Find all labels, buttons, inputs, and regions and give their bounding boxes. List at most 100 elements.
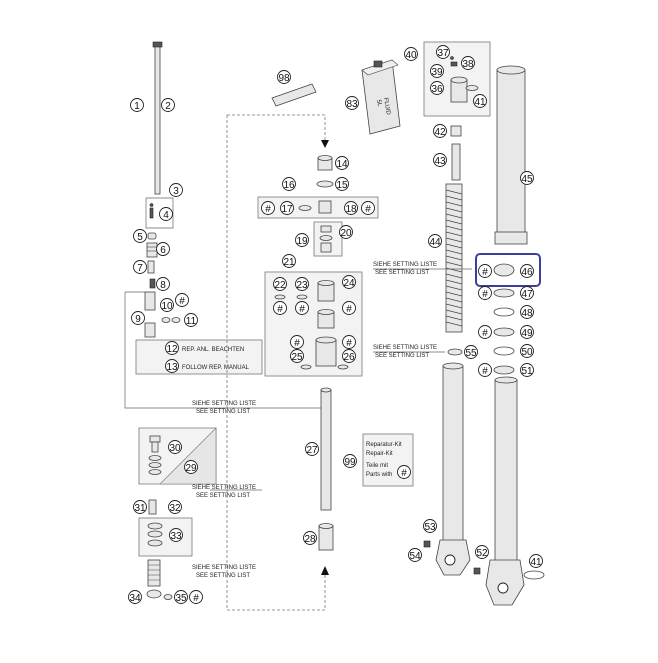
seal-parts-47-51: # 47 48 # 49 50 # 51 <box>478 286 534 377</box>
parts-10-11: 10 # 11 <box>160 293 198 327</box>
setting-list-note-3: SIEHE SETTING LISTE SEE SETTING LIST <box>192 565 256 579</box>
callout-label: 40 <box>405 50 417 61</box>
setting-list-note-5: SIEHE SETTING LISTE SEE SETTING LIST 55 <box>373 345 478 359</box>
repair-manual-note: 12 REP. ANL. BEACHTEN 13 FOLLOW REP. MAN… <box>135 339 263 375</box>
callout-label: 19 <box>296 236 308 247</box>
left-lower-leg: 53 54 <box>408 362 471 576</box>
callout-label: SIEHE SETTING LISTE <box>373 345 437 351</box>
callout-label: 5 <box>137 232 143 243</box>
callout-label: 32 <box>169 503 181 514</box>
part-21-group: 21 22 23 24 # # # # # 25 26 <box>264 254 363 377</box>
callout-label: 99 <box>344 457 356 468</box>
callout-label: 83 <box>346 99 358 110</box>
grease-tube-98: 98 <box>271 70 317 107</box>
callout-label: 39 <box>431 67 443 78</box>
callout-label: # <box>482 267 488 278</box>
callout-label: 54 <box>409 551 421 562</box>
callout-label: 51 <box>521 366 533 377</box>
callout-label: 29 <box>185 463 197 474</box>
damper-rod-group: 1 2 <box>130 41 175 195</box>
callout-label: # <box>482 289 488 300</box>
callout-label: # <box>365 204 371 215</box>
callout-label: 17 <box>281 204 293 215</box>
callout-label: 7 <box>137 263 143 274</box>
callout-label: 10 <box>161 301 173 312</box>
callout-2 <box>161 98 175 112</box>
parts-31-33: 31 32 33 <box>133 499 193 557</box>
callout-label: 27 <box>306 445 318 456</box>
parts-5-to-8: 5 6 7 8 <box>133 229 170 291</box>
callout-label: 45 <box>521 174 533 185</box>
callout-label: # <box>346 304 352 315</box>
callout-label: # <box>299 304 305 315</box>
fork-fluid-can: FLUID 5L 83 <box>345 59 401 135</box>
callout-label: 36 <box>431 84 443 95</box>
part-27-tube: 27 <box>305 387 332 511</box>
callout-label: 50 <box>521 347 533 358</box>
setting-list-note-4: SIEHE SETTING LISTE SEE SETTING LIST <box>373 262 472 276</box>
rep-note-en: FOLLOW REP. MANUAL <box>182 365 250 371</box>
callout-label: 46 <box>521 267 533 278</box>
callout-1 <box>130 98 144 112</box>
callout-label: 14 <box>336 159 348 170</box>
callout-label: 37 <box>437 48 449 59</box>
part-16-18-group: 16 # 17 18 # <box>257 177 379 219</box>
callout-label: 43 <box>434 156 446 167</box>
dashed-flow-line <box>226 114 329 611</box>
callout-label: 30 <box>169 443 181 454</box>
right-lower-leg: 52 41 <box>473 376 545 606</box>
callout-label: 41 <box>474 97 486 108</box>
callout-label: SEE SETTING LIST <box>375 270 429 276</box>
callout-label: 31 <box>134 503 146 514</box>
callout-label: 38 <box>462 59 474 70</box>
fork-spring-44: 44 <box>428 183 463 333</box>
callout-label: SEE SETTING LIST <box>375 353 429 359</box>
highlight-frame <box>475 253 541 287</box>
part-28: 28 <box>303 523 334 551</box>
repair-kit-box: Reparatur-Kit Repair-Kit Teile mit Parts… <box>343 433 414 487</box>
callout-label: 52 <box>476 548 488 559</box>
callout-label: 3 <box>173 186 179 197</box>
callout-label: Repair-Kit <box>366 451 393 457</box>
callout-label: # <box>482 328 488 339</box>
callout-label: SIEHE SETTING LISTE <box>192 485 256 491</box>
callout-label: 2 <box>165 101 171 112</box>
callout-label: 42 <box>434 127 446 138</box>
callout-label: 47 <box>521 289 533 300</box>
part-19-20-group: 20 19 <box>295 221 353 257</box>
callout-label: # <box>265 204 271 215</box>
callout-label: 21 <box>283 257 295 268</box>
callout-label: 44 <box>429 237 441 248</box>
callout-label: # <box>277 304 283 315</box>
callout-label: FLUID <box>382 97 391 116</box>
callout-label: 41 <box>530 557 542 568</box>
setting-list-note-2: SIEHE SETTING LISTE SEE SETTING LIST <box>192 485 262 499</box>
parts-42-43: 42 43 <box>433 124 462 181</box>
callout-label: Reparatur-Kit <box>366 442 402 448</box>
callout-label: SEE SETTING LIST <box>196 493 250 499</box>
callout-label: 98 <box>278 73 290 84</box>
damper-rod <box>154 43 161 195</box>
callout-label: 24 <box>343 278 355 289</box>
callout-label: 1 <box>134 101 140 112</box>
parts-14-15: 14 15 <box>316 155 349 191</box>
callout-label: 23 <box>296 280 308 291</box>
callout-label: 6 <box>160 245 166 256</box>
callout-label: SEE SETTING LIST <box>196 409 250 415</box>
callout-label: SIEHE SETTING LISTE <box>192 565 256 571</box>
callout-label: 22 <box>274 280 286 291</box>
callout-label: Teile mit <box>366 463 388 469</box>
parts-34-35: 34 35 # <box>128 559 203 604</box>
callout-label: 25 <box>291 352 303 363</box>
part-29-30-group: 30 29 <box>138 427 217 485</box>
callout-label: 28 <box>304 534 316 545</box>
callout-label: # <box>482 366 488 377</box>
callout-label: 16 <box>283 180 295 191</box>
callout-label: SIEHE SETTING LISTE <box>373 262 437 268</box>
callout-label: 15 <box>336 180 348 191</box>
callout-label: 8 <box>160 280 166 291</box>
callout-label: 5L <box>375 99 382 107</box>
callout-label: 12 <box>166 344 178 355</box>
